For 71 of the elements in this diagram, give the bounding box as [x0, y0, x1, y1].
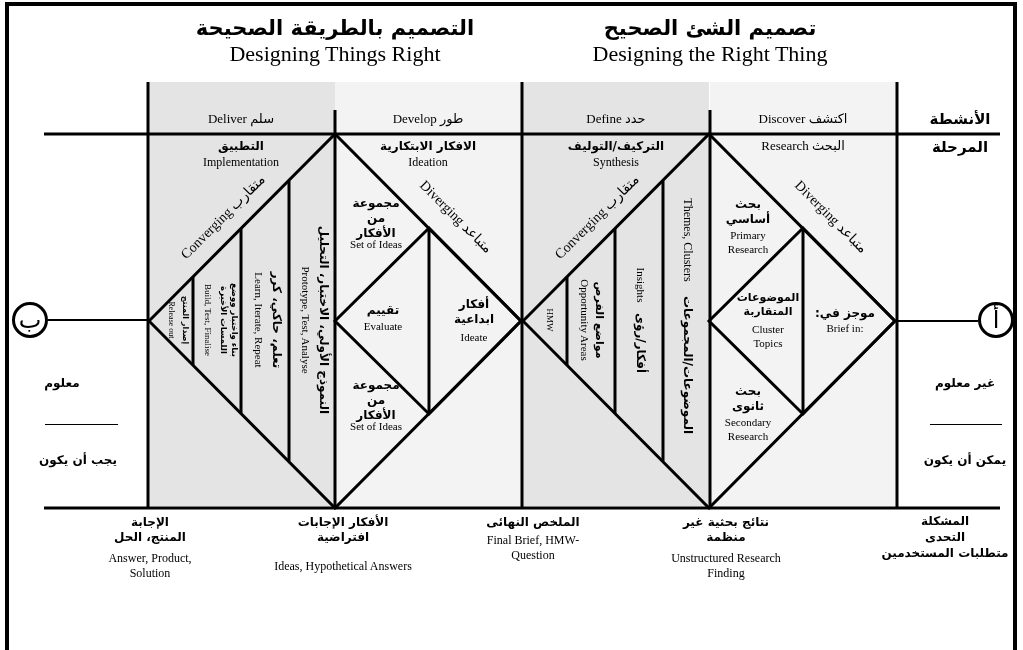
- label: تقييم: [365, 302, 401, 318]
- label: مجموعة من الأفكار: [352, 377, 401, 423]
- label: الإجابة المنتج، الحل: [113, 515, 187, 545]
- label: التطبيق: [217, 138, 265, 154]
- column-header: Develop طور: [392, 110, 464, 128]
- label: Implementation: [202, 154, 280, 170]
- label: يجب أن يكون: [39, 452, 117, 468]
- double-diamond-shape: [148, 132, 522, 510]
- label: متطلبات المستخدمين: [880, 545, 1010, 561]
- rotated-label: Insights: [633, 266, 647, 305]
- label: Set of Ideas: [349, 420, 403, 434]
- label: Unstructured Research Finding: [670, 551, 782, 581]
- heading: Designing the Right Thing: [592, 40, 828, 68]
- label: Ideate: [459, 331, 489, 345]
- label: التحدى: [923, 529, 967, 545]
- rotated-label: مواضع الفرص: [592, 280, 606, 361]
- label: الافكار الابتكارية: [378, 138, 478, 154]
- label: أفكار ابداعية: [452, 297, 495, 327]
- connector-line: [895, 320, 979, 322]
- rotated-label: بناء واختبار ووضع اللمسات الأخيرة: [218, 281, 240, 360]
- direction-label: Diverging متباعد: [790, 176, 872, 258]
- label: Brief in:: [825, 322, 865, 336]
- label: Ideas, Hypothetical Answers: [273, 558, 413, 574]
- label: نتائج بحثية غير منظمة: [681, 515, 771, 545]
- rotated-label: Release out: [166, 300, 176, 341]
- column-header: Deliver سلم: [207, 110, 275, 128]
- direction-label: Converging متقارب: [177, 171, 269, 263]
- rotated-label: Learn, Iterate, Repeat: [251, 271, 265, 370]
- label: يمكن أن يكون: [923, 452, 1007, 468]
- column-header: Discover اكتشف: [758, 110, 848, 128]
- label: معلوم: [44, 375, 80, 391]
- label: Set of Ideas: [349, 238, 403, 252]
- label: الأفكار الإجابات افتراضية: [296, 515, 390, 545]
- label: الملخص النهائى: [485, 514, 581, 530]
- label: بحث ثانوى: [730, 384, 765, 414]
- label: Answer, Product, Solution: [107, 551, 193, 581]
- label: Ideation: [407, 154, 449, 170]
- rotated-label: النموذج الأولي، الاختبار، التحليل: [315, 224, 331, 417]
- label: المشكلة: [920, 513, 970, 529]
- heading: التصميم بالطريقة الصحيحة: [195, 14, 475, 42]
- label: التركيف/التوليف: [566, 138, 666, 154]
- label: موجز في:: [813, 305, 876, 321]
- label: Synthesis: [592, 154, 640, 170]
- rotated-label: الموضوعات/المجموعات: [679, 294, 695, 437]
- rotated-label: أفكار/رؤى: [632, 311, 648, 376]
- column-header: Research البحث: [760, 137, 846, 155]
- double-diamond-shape: [522, 132, 896, 510]
- direction-label: Converging متقارب: [551, 171, 643, 263]
- label: Primary Research: [726, 229, 770, 257]
- label: الموضوعات المتقاربة: [735, 291, 801, 319]
- rotated-label: Build, Test, Finalise: [201, 282, 213, 359]
- label: Final Brief, HMW-Question: [485, 533, 581, 563]
- rotated-label: HMW: [543, 307, 555, 334]
- connector-line: [47, 319, 149, 321]
- rotated-label: تعلم، حاكي، كرر: [268, 270, 284, 371]
- rotated-label: إصدار المنتج: [180, 294, 190, 347]
- label: غير معلوم: [934, 375, 996, 391]
- label: مجموعة من الأفكار: [352, 195, 401, 241]
- rotated-label: Opportunity Areas: [577, 278, 591, 363]
- direction-label: Diverging متباعد: [415, 176, 497, 258]
- heading: تصميم الشئ الصحيح: [603, 14, 817, 42]
- rotated-label: Themes, Clusters: [679, 197, 695, 284]
- row-label: المرحلة: [931, 137, 989, 157]
- row-label: الأنشطة: [929, 109, 991, 129]
- rotated-label: Prototype, Test, Analyse: [298, 265, 312, 376]
- label: Secondary Research: [723, 416, 773, 444]
- label: Cluster Topics: [751, 323, 785, 351]
- column-header: Define حدد: [586, 110, 646, 128]
- heading: Designing Things Right: [229, 40, 441, 68]
- label: Evaluate: [362, 320, 404, 334]
- label: بحث أساسي: [724, 197, 772, 227]
